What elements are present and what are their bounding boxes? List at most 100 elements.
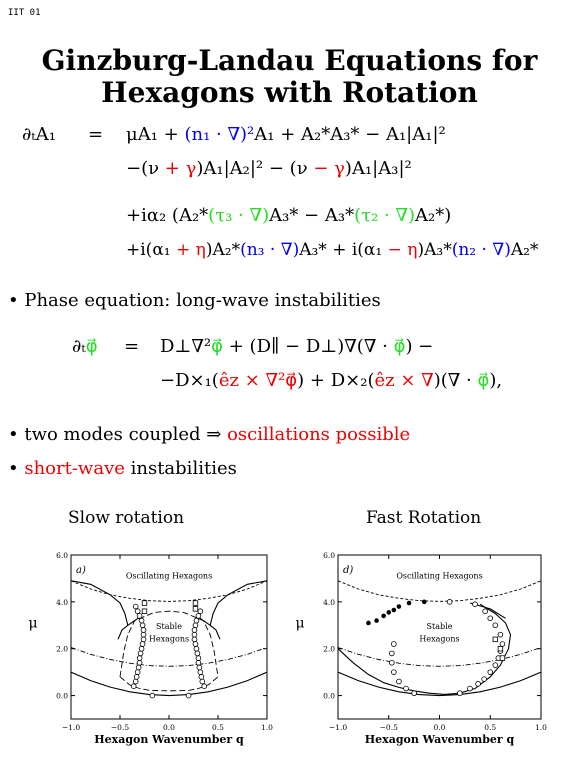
x-tick-label: 0.5: [484, 723, 496, 732]
data-marker-circle: [133, 674, 140, 680]
annotation-stable: Stable: [156, 622, 182, 631]
panel-title-fast-rotation: Fast Rotation: [366, 508, 482, 528]
x-tick-label: 0.0: [434, 723, 446, 732]
data-marker-square: [141, 600, 148, 606]
data-marker-circle: [132, 603, 139, 610]
annotation-stable: Stable: [427, 622, 453, 631]
series-line-solid: [338, 671, 541, 697]
y-tick-label: 4.0: [323, 598, 335, 607]
data-marker-circle: [481, 676, 487, 682]
data-marker-circle: [134, 608, 141, 615]
x-tick-label: −1.0: [329, 723, 347, 732]
x-tick-label: −0.5: [111, 723, 129, 732]
data-marker-circle: [136, 655, 143, 661]
bullet-phase-equation: • Phase equation: long-wave instabilitie…: [8, 290, 381, 311]
data-marker-circle: [197, 669, 204, 675]
y-tick-label: 2.0: [56, 645, 68, 654]
data-marker-circle: [492, 662, 499, 668]
data-marker-circle: [136, 613, 143, 619]
series-line-dashdot: [338, 647, 541, 667]
data-marker-square: [192, 606, 199, 612]
data-marker-circle: [195, 613, 202, 619]
series-line-solid: [117, 615, 142, 640]
data-marker-circle: [446, 599, 453, 605]
data-marker-circle: [193, 645, 200, 652]
bullet-modes-coupled: • two modes coupled ⇒ oscillations possi…: [8, 424, 411, 445]
data-marker-filled: [374, 618, 379, 623]
series-line-solid: [196, 615, 221, 640]
amplitude-eq-line-4: +i(α₁ + η)A₂*(n₃ · ∇)A₃* + i(α₁ − η)A₃*(…: [126, 240, 539, 260]
data-marker-circle: [196, 664, 203, 671]
data-marker-circle: [194, 650, 201, 657]
data-marker-circle: [192, 641, 199, 647]
data-marker-circle: [472, 601, 478, 607]
data-marker-circle: [139, 622, 146, 629]
data-marker-circle: [195, 655, 202, 661]
amplitude-eq-sign: =: [88, 124, 104, 145]
data-marker-circle: [492, 622, 499, 629]
x-axis-label: Hexagon Wavenumber q: [365, 733, 515, 746]
data-marker-circle: [135, 664, 142, 671]
data-marker-circle: [140, 627, 147, 633]
series-group: [338, 580, 541, 697]
y-axis-label: μ: [295, 616, 304, 632]
data-marker-circle: [499, 641, 506, 647]
data-marker-circle: [138, 645, 145, 652]
phase-eq-line-1: D⊥∇²φ⃗ + (D∥ − D⊥)∇(∇ · φ⃗) −: [160, 336, 434, 357]
data-marker-filled: [381, 613, 386, 619]
data-marker-circle: [191, 627, 198, 633]
data-marker-circle: [134, 669, 141, 675]
data-marker-circle: [482, 608, 488, 615]
data-marker-circle: [497, 631, 504, 638]
data-marker-circle: [191, 631, 198, 638]
data-marker-circle: [391, 669, 397, 675]
panel-label: a): [76, 565, 86, 576]
series-line-solid: [209, 580, 267, 626]
series-line-longdash: [119, 610, 219, 677]
data-marker-circle: [193, 617, 200, 624]
data-marker-square: [499, 655, 506, 661]
annotation-oscillating-hexagons: Oscillating Hexagons: [396, 571, 482, 580]
x-tick-label: 1.0: [535, 723, 547, 732]
x-tick-label: 0.0: [163, 723, 175, 732]
annotation-hexagons: Hexagons: [419, 635, 459, 644]
data-marker-circle: [201, 683, 208, 690]
series-line-dashdot: [71, 647, 267, 667]
data-marker-circle: [198, 674, 205, 680]
series-line-solid: [71, 671, 267, 697]
amplitude-eq-line-3: +iα₂ (A₂*(τ₃ · ∇)A₃* − A₃*(τ₂ · ∇)A₂*): [126, 205, 452, 226]
data-marker-circle: [487, 669, 494, 675]
data-marker-square: [192, 600, 199, 606]
x-axis-label: Hexagon Wavenumber q: [94, 733, 244, 746]
panel-title-slow-rotation: Slow rotation: [68, 508, 185, 528]
y-tick-label: 4.0: [56, 598, 68, 607]
data-marker-filled: [391, 607, 397, 613]
amplitude-eq-line-1: μA₁ + (n₁ · ∇)²A₁ + A₂*A₃* − A₁|A₁|²: [126, 124, 446, 145]
data-marker-filled: [366, 620, 371, 626]
data-marker-circle: [130, 683, 137, 690]
amplitude-eq-line-2: −(ν + γ)A₁|A₂|² − (ν − γ)A₁|A₃|²: [126, 158, 412, 179]
data-marker-circle: [138, 617, 145, 624]
y-tick-label: 6.0: [323, 551, 335, 560]
series-group: [71, 580, 267, 699]
data-marker-circle: [149, 692, 156, 699]
data-marker-circle: [140, 631, 147, 638]
data-marker-circle: [132, 678, 139, 685]
data-marker-circle: [487, 615, 494, 622]
data-marker-circle: [411, 690, 417, 697]
data-marker-circle: [191, 636, 198, 643]
data-marker-circle: [192, 622, 199, 629]
series-line-dashed: [71, 580, 267, 602]
data-marker-circle: [403, 685, 409, 692]
bullet-short-wave: • short-wave instabilities: [8, 458, 237, 479]
data-marker-filled: [386, 610, 392, 615]
y-tick-label: 0.0: [323, 692, 335, 701]
x-tick-label: 1.0: [261, 723, 273, 732]
data-marker-filled: [406, 600, 412, 606]
data-marker-circle: [199, 678, 206, 685]
panel-label: d): [343, 565, 353, 576]
data-marker-circle: [475, 681, 481, 687]
data-marker-circle: [388, 659, 395, 666]
